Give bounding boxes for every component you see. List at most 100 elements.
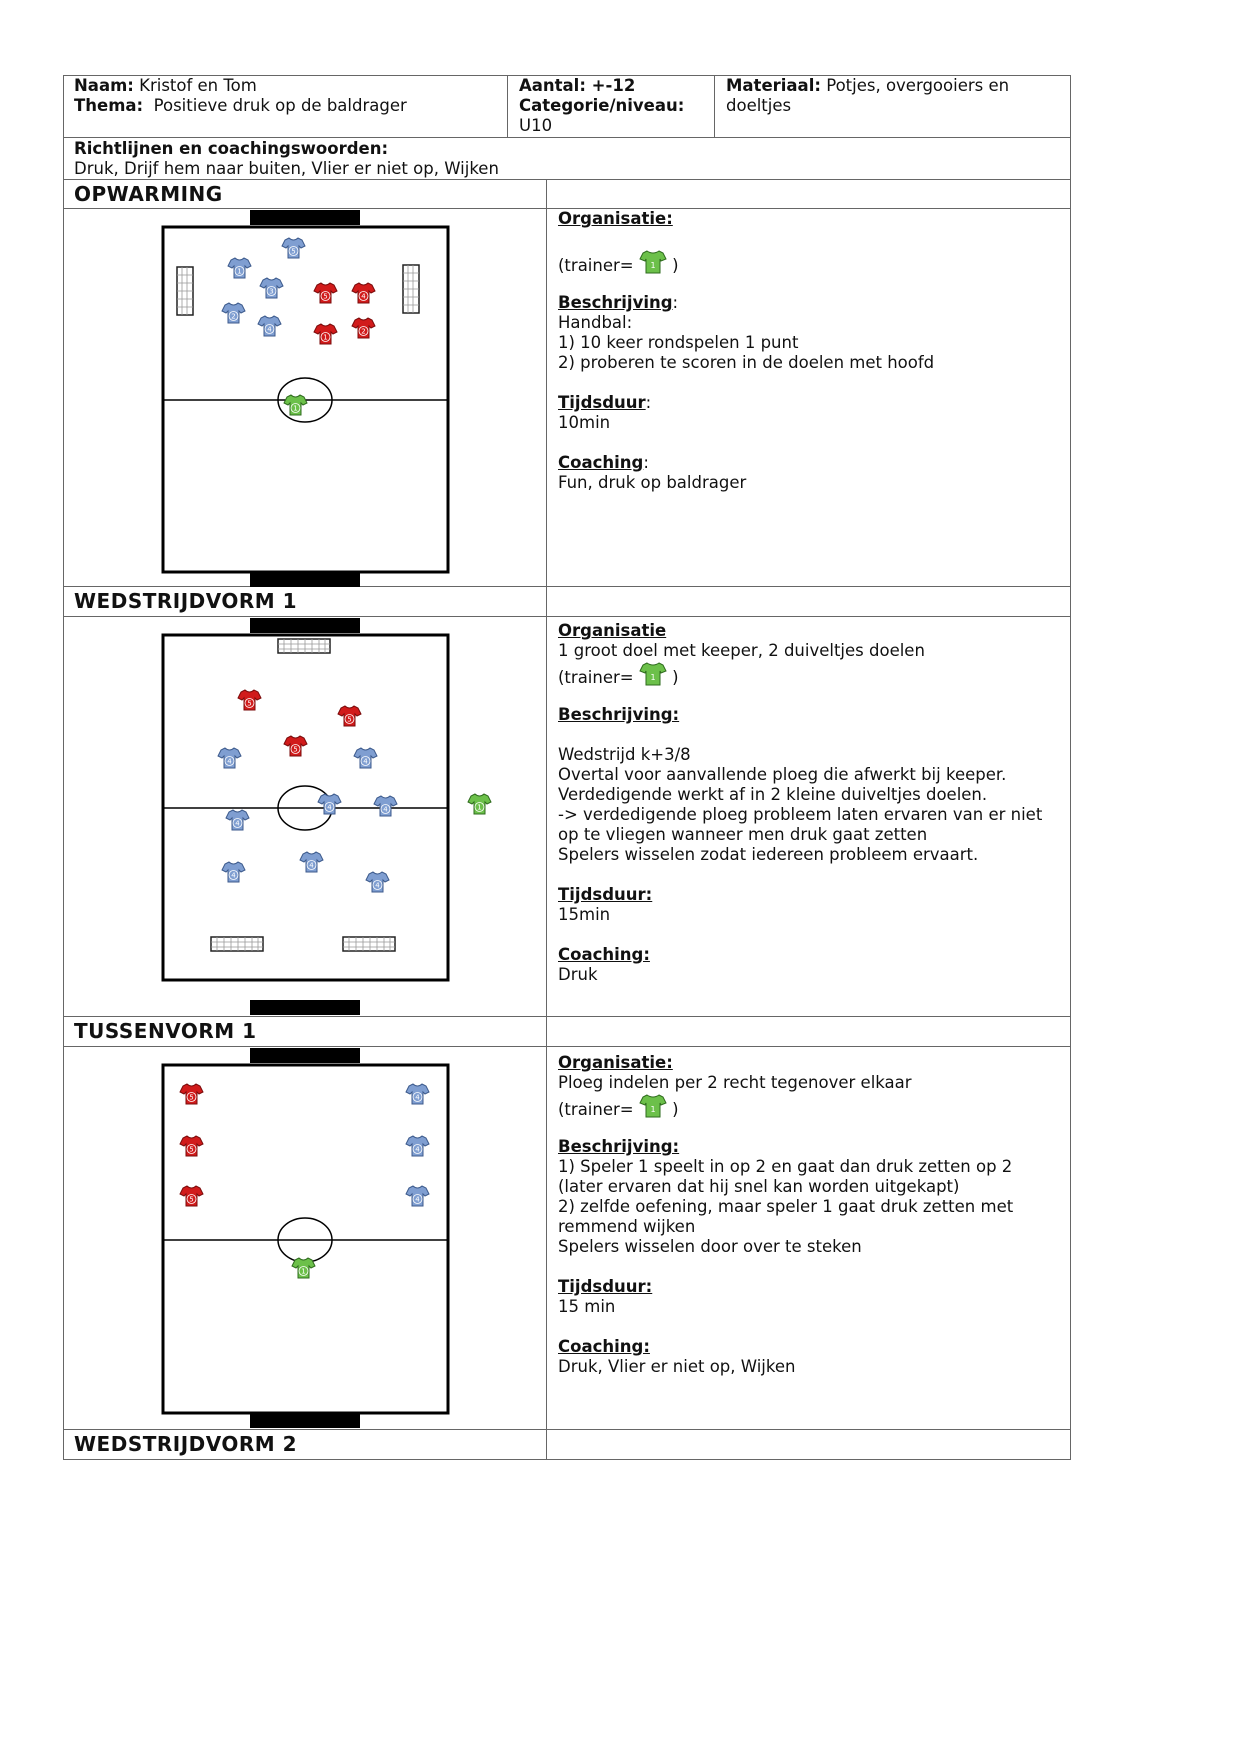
shirt-number: 1 [323,334,327,342]
red-shirt-icon: 5 [179,1083,204,1105]
blue-shirt-icon: 4 [365,871,390,893]
beschrijving-label: Beschrijving: [558,705,680,724]
organisatie-lines: Ploeg indelen per 2 recht tegenover elka… [558,1073,1059,1093]
organisatie-label: Organisatie [558,621,667,640]
shirt-number: 1 [301,1268,305,1276]
red-shirt-icon: 4 [351,282,376,304]
materiaal-cell: Materiaal: Potjes, overgooiers en doeltj… [715,75,1071,138]
coaching-value: Druk [558,965,598,984]
tijdsduur-label: Tijdsduur: [558,1277,653,1296]
description-lines: 1) Speler 1 speelt in op 2 en gaat dan d… [558,1157,1059,1257]
red-shirt-icon: 5 [313,282,338,304]
svg-text:1: 1 [650,261,655,270]
text-line: remmend wijken [558,1217,696,1236]
goal-net-icon [176,266,194,316]
beschrijving-colon: : [672,293,679,312]
shirt-number: 4 [383,806,388,814]
materiaal-label: Materiaal: [726,76,821,95]
naam-value: Kristof en Tom [139,76,257,95]
trainer-suffix: ) [672,668,679,687]
shirt-number: 5 [347,716,351,724]
aantal-cell: Aantal: +-12 Categorie/niveau: U10 [508,75,715,138]
section-text-tussenvorm-1: Organisatie: Ploeg indelen per 2 recht t… [547,1047,1071,1430]
blue-shirt-icon: 4 [221,861,246,883]
tijdsduur-colon: : [645,393,652,412]
tijdsduur-value: 15 min [558,1297,616,1316]
section-title-blank [547,1430,1071,1460]
svg-text:1: 1 [650,673,655,682]
shirt-number: 4 [361,293,366,301]
red-shirt-icon: 2 [351,317,376,339]
guidelines-label: Richtlijnen en coachingswoorden: [74,139,389,158]
blue-shirt-icon: 4 [405,1135,430,1157]
coaching-value: Druk, Vlier er niet op, Wijken [558,1357,796,1376]
shirt-number: 5 [247,700,251,708]
trainer-suffix: ) [672,256,679,275]
green-shirt-icon: 1 [639,662,667,686]
aantal-label: Aantal: +-12 [519,76,636,95]
section-title-blank [547,587,1071,617]
goal-net-icon [277,638,331,654]
tijdsduur-value: 10min [558,413,611,432]
text-line: Handbal: [558,313,633,332]
shirt-number: 1 [293,405,297,413]
blue-shirt-icon: 4 [405,1185,430,1207]
text-line: Spelers wisselen door over te steken [558,1237,862,1256]
text-line: Wedstrijd k+3/8 [558,745,691,764]
red-shirt-icon: 5 [237,689,262,711]
text-line: -> verdedigende ploeg probleem laten erv… [558,805,1043,824]
organisatie-label: Organisatie: [558,209,673,228]
coaching-value: Fun, druk op baldrager [558,473,747,492]
section-title-blank [547,180,1071,209]
blue-shirt-icon: 4 [373,795,398,817]
green-shirt-icon: 1 [639,1094,667,1118]
naam-label: Naam: [74,76,134,95]
text-line: 1) 10 keer rondspelen 1 punt [558,333,799,352]
shirt-number: 4 [235,820,240,828]
text-line: op te vliegen wanneer men druk gaat zett… [558,825,928,844]
shirt-number: 3 [269,288,273,296]
shirt-number: 1 [477,804,481,812]
materiaal-value: Potjes, overgooiers en doeltjes [726,76,1010,115]
goal-net-icon [210,936,264,952]
shirt-number: 4 [415,1094,420,1102]
guidelines-cell: Richtlijnen en coachingswoorden: Druk, D… [63,138,1071,180]
trainer-prefix: (trainer= [558,256,634,275]
blue-shirt-icon: 4 [257,315,282,337]
blue-shirt-icon: 4 [299,851,324,873]
shirt-number: 5 [293,746,297,754]
trainer-suffix: ) [672,1100,679,1119]
blue-shirt-icon: 4 [317,793,342,815]
coaching-label: Coaching [558,453,644,472]
section-title-opwarming: OPWARMING [63,180,547,209]
shirt-number: 4 [227,758,232,766]
blue-shirt-icon: 4 [225,809,250,831]
coaching-colon: : [643,453,649,472]
text-line: Spelers wisselen zodat iedereen probleem… [558,845,979,864]
shirt-number: 4 [363,758,368,766]
shirt-number: 2 [361,328,365,336]
guidelines-text: Druk, Drijf hem naar buiten, Vlier er ni… [74,159,499,178]
section-text-opwarming: Organisatie: (trainer= 1 ) Beschrijving:… [547,209,1071,587]
shirt-number: 4 [309,862,314,870]
red-shirt-icon: 5 [283,735,308,757]
categorie-label: Categorie/niveau: [519,96,685,115]
shirt-number: 4 [375,882,380,890]
text-line: 1 groot doel met keeper, 2 duiveltjes do… [558,641,925,660]
section-title-wedstrijdvorm-1: WEDSTRIJDVORM 1 [63,587,547,617]
tijdsduur-label: Tijdsduur: [558,885,653,904]
green-shirt-icon: 1 [467,793,492,815]
shirt-number: 4 [267,326,272,334]
section-title-blank [547,1017,1071,1047]
red-shirt-icon: 1 [313,323,338,345]
thema-value: Positieve druk op de baldrager [153,96,407,115]
text-line: Overtal voor aanvallende ploeg die afwer… [558,765,1007,784]
red-shirt-icon: 5 [337,705,362,727]
blue-shirt-icon: 5 [281,237,306,259]
red-shirt-icon: 5 [179,1135,204,1157]
coaching-label: Coaching: [558,1337,650,1356]
